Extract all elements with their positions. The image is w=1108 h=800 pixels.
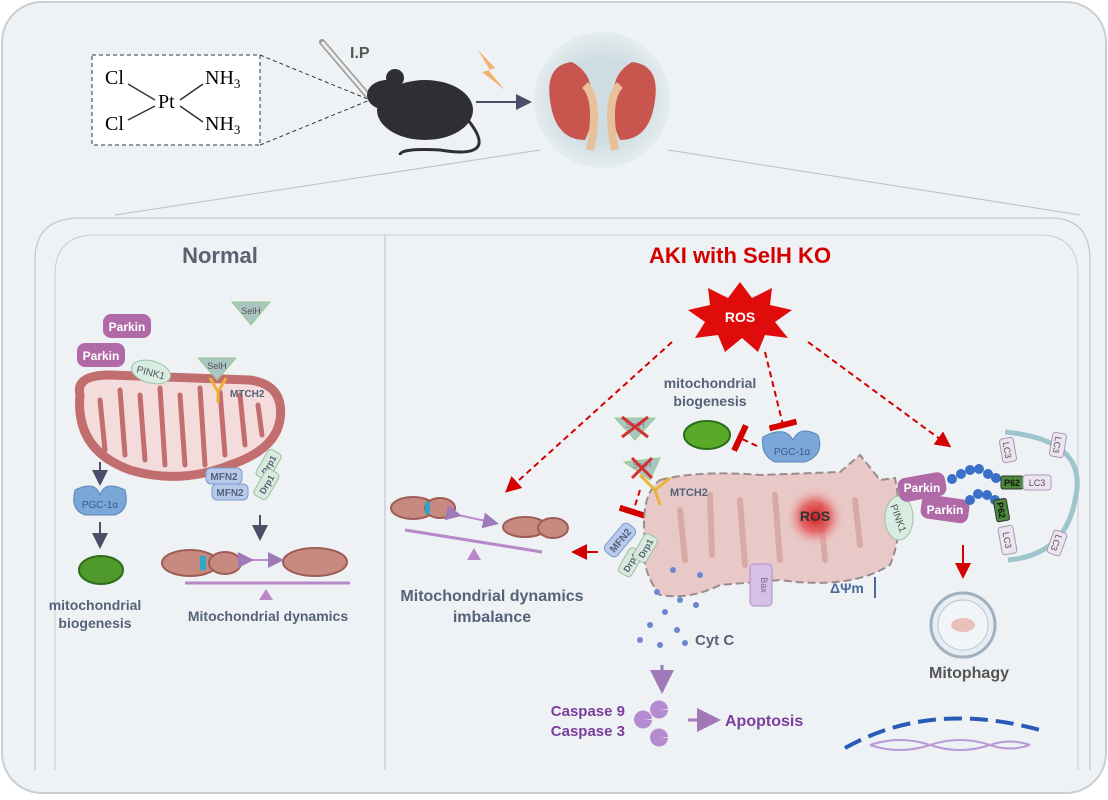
svg-text:Cl: Cl bbox=[105, 113, 124, 135]
pink1-aki: PINK1 bbox=[884, 495, 914, 541]
mitophagy-label: Mitophagy bbox=[929, 665, 1009, 682]
svg-text:Cl: Cl bbox=[105, 67, 124, 89]
svg-text:ROS: ROS bbox=[725, 309, 755, 325]
svg-text:P62: P62 bbox=[1004, 478, 1020, 488]
kidney-icon bbox=[534, 32, 670, 168]
normal-mitochondrion bbox=[74, 370, 286, 481]
dna-icon bbox=[844, 716, 1041, 751]
aki-title: AKI with SelH KO bbox=[649, 243, 831, 268]
cytc-label: Cyt C bbox=[695, 632, 734, 649]
caspase-icons bbox=[634, 700, 668, 747]
svg-text:P62: P62 bbox=[995, 501, 1008, 519]
cytc-dots bbox=[637, 567, 703, 648]
svg-text:Parkin: Parkin bbox=[927, 503, 964, 517]
healthy-mito-icon bbox=[78, 555, 124, 585]
svg-text:LC3: LC3 bbox=[1051, 436, 1064, 454]
svg-text:MTCH2: MTCH2 bbox=[670, 487, 708, 499]
svg-text:SelH: SelH bbox=[241, 306, 261, 316]
selh-knockout: SelH SelH MTCH2 bbox=[613, 415, 708, 506]
svg-text:Bax: Bax bbox=[759, 577, 769, 593]
bax: Bax bbox=[749, 563, 773, 607]
svg-text:PGC-1α: PGC-1α bbox=[82, 500, 119, 511]
ros-burst: ROS bbox=[688, 282, 792, 352]
p62-lc3: P62 LC3 P62 LC3 LC3 LC3 LC3 bbox=[993, 429, 1080, 563]
svg-text:LC3: LC3 bbox=[1001, 531, 1014, 549]
selh-normal: SelH SelH MTCH2 bbox=[196, 301, 272, 403]
svg-text:Pt: Pt bbox=[158, 91, 175, 113]
normal-dynamics bbox=[161, 547, 350, 600]
svg-text:NH3: NH3 bbox=[205, 67, 240, 91]
parkin-aki: Parkin Parkin bbox=[897, 472, 970, 524]
ros-arrows bbox=[505, 341, 952, 520]
pgc1a-aki: PGC-1α bbox=[762, 430, 821, 463]
pgc1a-normal: PGC-1α bbox=[73, 485, 127, 516]
mfn2-drp1-normal: MFN2 MFN2 Drp1 Drp1 bbox=[205, 448, 282, 501]
svg-text:LC3: LC3 bbox=[1029, 478, 1046, 488]
aki-mitochondrion: ROS bbox=[643, 453, 900, 598]
injection-label: I.P bbox=[350, 45, 370, 62]
svg-text:SelH: SelH bbox=[207, 361, 227, 371]
membrane-potential-label: ΔΨm bbox=[830, 580, 864, 596]
svg-text:SelH: SelH bbox=[625, 420, 645, 430]
apoptosis-label: Apoptosis bbox=[725, 713, 803, 730]
parkin-normal: Parkin Parkin bbox=[77, 314, 151, 367]
svg-text:NH3: NH3 bbox=[205, 113, 240, 137]
autophagosome-icon bbox=[929, 591, 997, 659]
svg-text:Parkin: Parkin bbox=[83, 349, 120, 363]
svg-text:Parkin: Parkin bbox=[904, 481, 941, 495]
normal-dynamics-label: Mitochondrial dynamics bbox=[188, 608, 348, 624]
svg-text:MFN2: MFN2 bbox=[216, 488, 244, 499]
svg-text:MTCH2: MTCH2 bbox=[230, 389, 265, 400]
damaged-biogenesis-mito-icon bbox=[683, 420, 731, 450]
svg-text:Parkin: Parkin bbox=[109, 320, 146, 334]
syringe-icon bbox=[319, 39, 371, 99]
svg-text:MFN2: MFN2 bbox=[210, 472, 238, 483]
svg-text:ROS: ROS bbox=[800, 508, 830, 524]
pink1-normal: PINK1 bbox=[130, 359, 172, 385]
cisplatin-structure: Cl Cl Pt NH3 NH3 bbox=[91, 54, 371, 146]
ubiquitin-chains bbox=[947, 464, 1001, 505]
normal-title: Normal bbox=[182, 243, 258, 268]
svg-text:LC3: LC3 bbox=[1001, 441, 1014, 459]
mouse-icon bbox=[367, 69, 481, 156]
aki-dynamics bbox=[390, 496, 569, 560]
svg-text:PGC-1α: PGC-1α bbox=[774, 447, 811, 458]
lightning-icon bbox=[478, 50, 505, 90]
svg-text:SelH: SelH bbox=[632, 460, 652, 470]
